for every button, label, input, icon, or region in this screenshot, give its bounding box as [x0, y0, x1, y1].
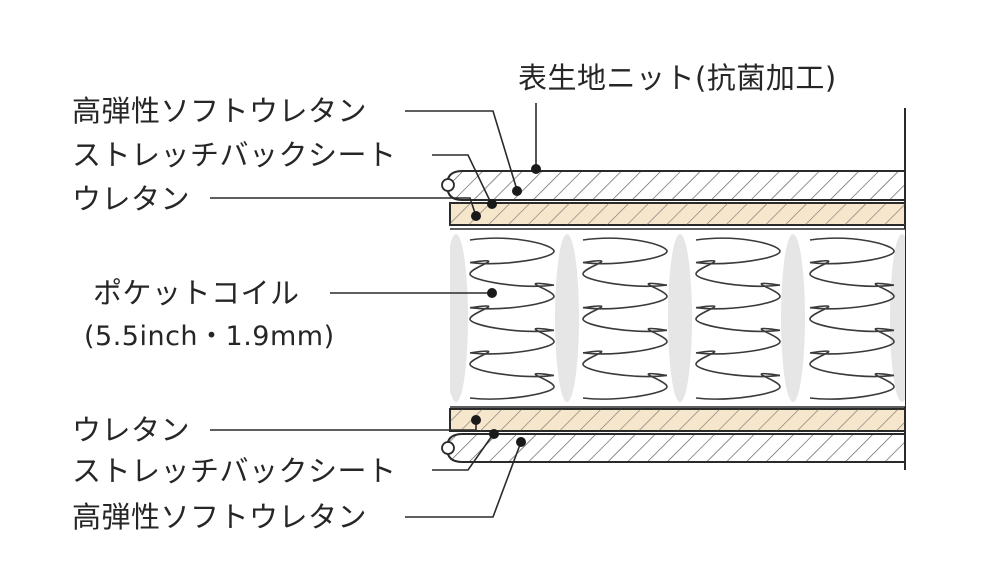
label-top-soft-urethane: 高弾性ソフトウレタン — [72, 94, 368, 128]
label-bottom-urethane: ウレタン — [72, 413, 191, 447]
marker-dot — [512, 186, 522, 196]
coil-spring — [809, 237, 895, 400]
coil-pocket-shade — [890, 234, 905, 402]
coil-spring — [469, 237, 555, 400]
pocket-coil-core — [450, 229, 905, 407]
coil-spring — [582, 237, 668, 400]
coil-pocket-shade — [555, 234, 579, 402]
marker-dot — [487, 288, 497, 298]
coil-pocket-shade — [450, 234, 468, 402]
leader-bottom-soft-urethane — [405, 441, 522, 518]
leader-bottom-stretch-sheet — [432, 432, 495, 471]
label-bottom-soft-urethane: 高弾性ソフトウレタン — [72, 500, 368, 534]
leader-top-soft-urethane — [405, 110, 518, 191]
marker-dot — [471, 211, 481, 221]
marker-dot — [487, 199, 497, 209]
label-coil-spec: (5.5inch・1.9mm) — [84, 321, 335, 352]
top-edge-bead — [441, 178, 455, 192]
leader-top-urethane — [210, 197, 477, 217]
coil-pocket-shade — [781, 234, 805, 402]
coil-spring — [695, 237, 781, 400]
label-top-stretch-sheet: ストレッチバックシート — [72, 138, 397, 172]
marker-dot — [516, 437, 526, 447]
label-top-urethane: ウレタン — [72, 182, 191, 216]
marker-dot — [471, 415, 481, 425]
bottom-edge-bead — [441, 441, 455, 455]
coil-pocket-shade — [668, 234, 692, 402]
leader-bottom-urethane — [210, 420, 477, 431]
marker-dot — [489, 429, 499, 439]
label-coil-name: ポケットコイル — [93, 276, 300, 310]
marker-dot — [531, 164, 541, 174]
label-bottom-stretch-sheet: ストレッチバックシート — [72, 454, 397, 488]
leader-top-stretch-sheet — [432, 154, 492, 204]
label-top-fabric: 表生地ニット(抗菌加工) — [518, 61, 837, 95]
